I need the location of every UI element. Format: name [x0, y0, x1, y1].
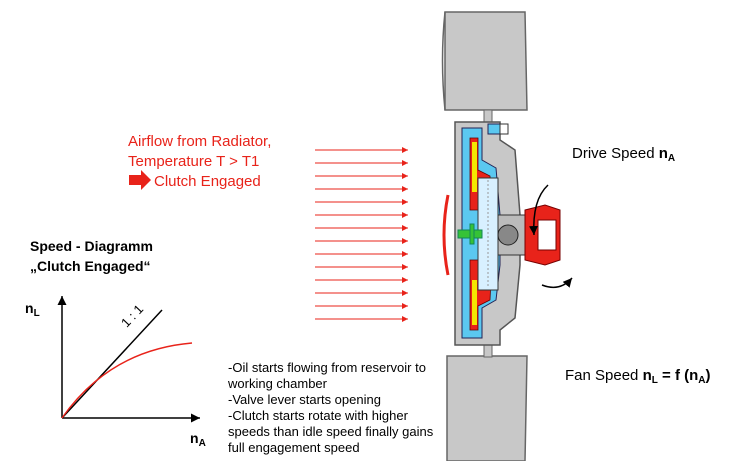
speed-chart [57, 296, 200, 423]
fan-blade-bottom [446, 344, 528, 461]
y-axis-label: nL [25, 300, 40, 319]
drive-speed-sub: A [667, 153, 676, 164]
speed-diagram-title-line1: Speed - Diagramm [30, 238, 153, 254]
engaged-arrow-icon [129, 170, 151, 190]
fan-speed-curve [61, 342, 193, 419]
drive-speed-label: Drive Speed nA [572, 145, 675, 164]
airflow-line2: Temperature T > T1 [128, 153, 260, 170]
fan-speed-sub2: A [698, 375, 706, 386]
fan-speed-formula: = f (n [657, 367, 699, 384]
valve-lever [457, 223, 483, 245]
fan-blade-top [441, 11, 528, 125]
airflow-line3: Clutch Engaged [154, 173, 261, 190]
ratio-line [61, 309, 163, 419]
fan-speed-sub1: L [651, 375, 658, 386]
y-axis-symbol: n [25, 300, 34, 316]
bimetal-strip [442, 194, 450, 276]
x-axis-symbol: n [190, 430, 199, 446]
note-item: -Valve lever starts opening [228, 392, 381, 407]
drive-speed-text: Drive Speed [572, 145, 655, 162]
drive-flange [524, 204, 561, 266]
airflow-caption: Airflow from Radiator, Temperature T > T… [128, 132, 271, 192]
drive-speed-symbol: n [658, 145, 668, 162]
y-axis-sub: L [33, 308, 40, 319]
airflow-arrows [315, 147, 408, 322]
note-item: -Oil starts flowing from reservoir to wo… [228, 360, 426, 391]
speed-diagram-title-line2: „Clutch Engaged“ [30, 258, 151, 274]
fan-speed-formula-end: ) [705, 367, 711, 384]
fan-speed-symbol: n [642, 367, 652, 384]
note-item: -Clutch starts rotate with higher speeds… [228, 408, 434, 455]
x-axis-label: nA [190, 430, 206, 449]
speed-diagram-title: Speed - Diagramm „Clutch Engaged“ [30, 236, 153, 276]
airflow-line1: Airflow from Radiator, [128, 133, 272, 150]
fan-speed-label: Fan Speed nL = f (nA) [565, 367, 711, 386]
x-axis-sub: A [198, 438, 206, 449]
notes-list: -Oil starts flowing from reservoir to wo… [228, 360, 448, 456]
fan-speed-text: Fan Speed [565, 367, 639, 384]
rotation-arrow-icon [528, 184, 573, 289]
